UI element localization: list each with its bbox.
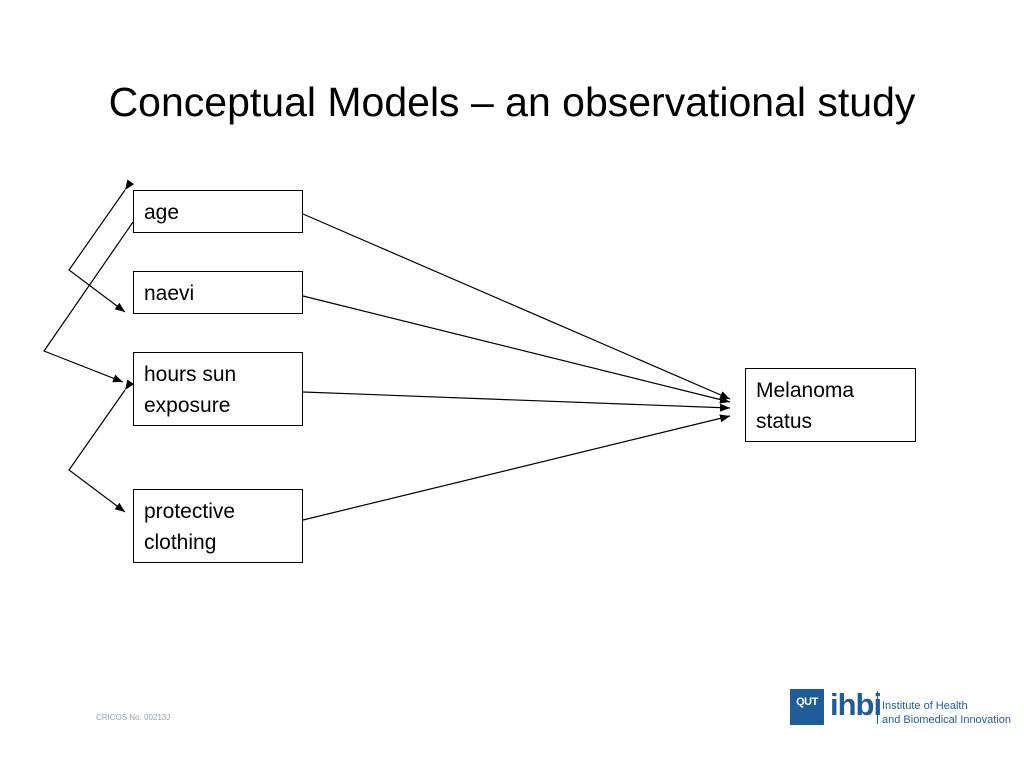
node-melanoma-line1: Melanoma xyxy=(756,379,855,402)
institute-name-line2: and Biomedical Innovation xyxy=(882,714,1012,726)
ihbi-logo-text: ihbi xyxy=(830,687,882,722)
node-age-label: age xyxy=(144,201,180,224)
logo-divider xyxy=(877,691,878,724)
node-melanoma-status: Melanoma status xyxy=(745,368,916,442)
node-naevi-label: naevi xyxy=(144,282,195,305)
node-sun-line1: hours sun xyxy=(144,363,237,386)
cricos-number: CRICOS No. 00213J xyxy=(96,713,171,722)
slide-title: Conceptual Models – an observational stu… xyxy=(108,79,916,125)
correlation-sun-clothing xyxy=(68,379,135,513)
node-clothing-line1: protective xyxy=(144,500,236,523)
node-hours-sun-exposure: hours sun exposure xyxy=(133,352,303,426)
edge-clothing-to-melanoma xyxy=(302,414,731,521)
edge-age-to-melanoma xyxy=(302,213,731,400)
qut-logo-mark: QUT xyxy=(790,689,824,725)
institute-name: Institute of Health and Biomedical Innov… xyxy=(882,699,1011,727)
node-naevi: naevi xyxy=(133,271,303,314)
node-protective-clothing: protective clothing xyxy=(133,489,303,563)
edge-naevi-to-melanoma xyxy=(302,295,731,404)
node-age: age xyxy=(133,190,303,233)
correlation-age-naevi xyxy=(68,179,135,313)
node-clothing-line2: clothing xyxy=(144,531,217,554)
node-melanoma-line2: status xyxy=(756,410,813,433)
correlation-age-sun xyxy=(43,211,142,383)
institute-name-line1: Institute of Health xyxy=(882,700,968,712)
qut-ihbi-logo: QUT ihbi Institute of Health and Biomedi… xyxy=(790,687,1011,727)
node-sun-line2: exposure xyxy=(144,394,231,417)
edge-sun-to-melanoma xyxy=(302,391,731,412)
